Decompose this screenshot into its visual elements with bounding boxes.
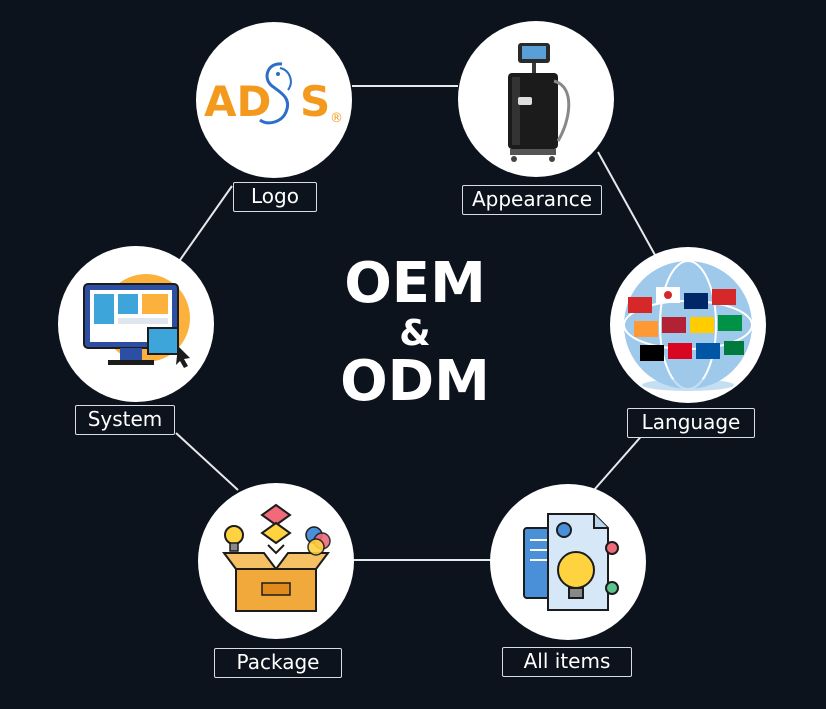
edge-logo-system [179, 185, 233, 261]
monitor-icon [83, 274, 190, 368]
box-icon [222, 503, 331, 612]
node-language [610, 247, 766, 403]
node-appearance [458, 21, 614, 177]
node-all-items [490, 484, 646, 640]
edge-system-package [175, 432, 239, 491]
logo-registered-mark: ® [330, 111, 343, 126]
ads-logo-icon: AD S ® [204, 62, 343, 126]
node-label-language: Language [627, 408, 755, 438]
node-label-package: Package [214, 648, 342, 678]
node-label-appearance: Appearance [462, 185, 602, 215]
center-title-ampersand: & [399, 313, 431, 354]
document-lightbulb-icon [523, 513, 619, 611]
node-package [198, 483, 354, 639]
center-title-oem: OEM [344, 251, 486, 316]
node-logo: AD S ® [196, 22, 352, 178]
center-title-odm: ODM [340, 349, 490, 414]
globe-flags-icon [623, 260, 753, 391]
machine-icon [508, 43, 571, 162]
node-label-system: System [75, 405, 175, 435]
edge-language-allitems [593, 431, 646, 491]
logo-text-left: AD [204, 77, 271, 126]
node-system [58, 246, 214, 402]
node-label-logo: Logo [233, 182, 317, 212]
logo-text-right: S [300, 77, 330, 126]
node-label-all-items: All items [502, 647, 632, 677]
edge-appearance-language [597, 151, 656, 256]
